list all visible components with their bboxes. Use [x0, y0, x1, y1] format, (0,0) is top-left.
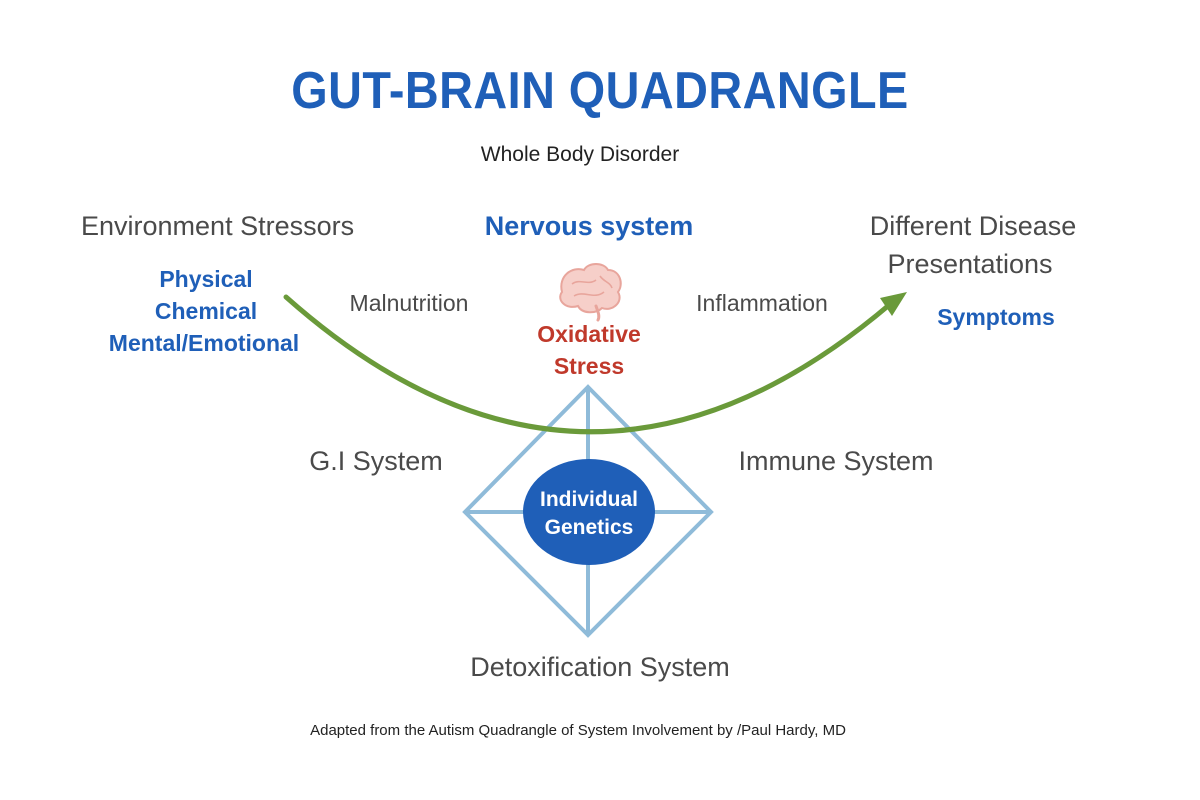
stressor-physical: Physical — [159, 266, 253, 292]
malnutrition-label: Malnutrition — [349, 290, 469, 316]
page-title: GUT-BRAIN QUADRANGLE — [291, 62, 909, 120]
detoxification-system-label: Detoxification System — [470, 652, 730, 682]
brain-icon — [559, 263, 622, 322]
stressor-mental-emotional: Mental/Emotional — [108, 330, 300, 356]
stressor-arc-arrow — [283, 292, 907, 435]
attribution-footer: Adapted from the Autism Quadrangle of Sy… — [310, 722, 846, 739]
inflammation-label: Inflammation — [696, 290, 828, 316]
disease-heading-line2: Presentations — [887, 249, 1053, 279]
disease-heading-line1: Different Disease — [869, 211, 1077, 241]
oxidative-stress-line2: Stress — [553, 353, 625, 379]
stressor-chemical: Chemical — [154, 298, 258, 324]
genetics-label-line2: Genetics — [544, 516, 634, 539]
gi-system-label: G.I System — [309, 446, 443, 476]
oxidative-stress-line1: Oxidative — [537, 321, 641, 347]
nervous-system-label: Nervous system — [484, 211, 694, 241]
genetics-label-line1: Individual — [539, 488, 639, 511]
environment-stressors-heading: Environment Stressors — [81, 211, 355, 241]
symptoms-label: Symptoms — [937, 304, 1055, 330]
genetics-ellipse — [523, 459, 655, 565]
immune-system-label: Immune System — [738, 446, 934, 476]
page-subtitle: Whole Body Disorder — [480, 143, 680, 166]
